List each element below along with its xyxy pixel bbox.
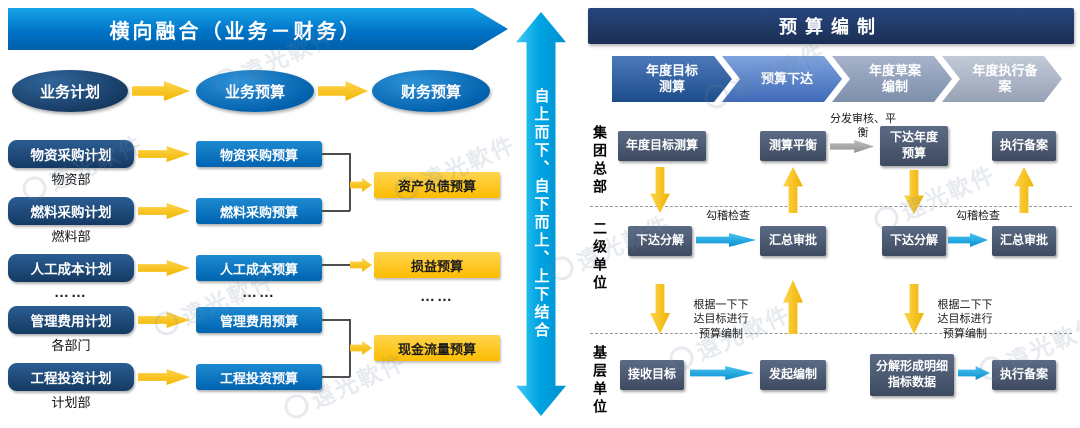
phase-chevron-target-calc: 年度目标测算 (612, 56, 732, 102)
flow-arrow-right-icon (350, 178, 372, 192)
financial-box-balance-sheet: 资产负债预算 (374, 172, 500, 198)
flow-arrow-right-icon (138, 260, 190, 276)
budget-box-investment: 工程投资预算 (196, 364, 322, 390)
more-plans-ellipsis: …… (54, 283, 88, 301)
hq-note-distribute-review: 分发审核、平衡 (830, 113, 896, 140)
dept-label-admin: 各部门 (51, 337, 91, 353)
base-box-detail-data: 分解形成明细指标数据 (870, 354, 954, 396)
hq-box-issue-budget: 下达年度预算 (880, 126, 948, 166)
phase-label: 预算下达 (760, 70, 813, 86)
l2-box-decompose-2: 下达分解 (882, 226, 946, 256)
flow-arrow-right-icon (138, 146, 190, 162)
flow-arrow-right-icon (138, 203, 190, 219)
left-banner-title: 横向融合（业务－财务） (109, 20, 363, 43)
dept-label-fuel: 燃料部 (51, 228, 91, 244)
financial-box-cash-flow: 现金流量预算 (374, 335, 500, 361)
l2-check-label-2: 勾稽检查 (956, 210, 1000, 222)
connector-line (322, 376, 350, 378)
flow-arrow-right-icon (318, 81, 368, 101)
row-divider (590, 333, 1072, 334)
base-box-receive: 接收目标 (620, 360, 684, 390)
flow-arrow-right-icon (350, 258, 372, 272)
plan-box-investment: 工程投资计划 (8, 363, 134, 391)
blue-arrow-right-icon (696, 233, 756, 247)
financial-box-profit-loss: 损益预算 (374, 252, 500, 278)
flow-arrow-right-icon (132, 81, 190, 101)
budget-box-admin: 管理费用预算 (196, 307, 322, 333)
l2-box-approve-1: 汇总审批 (760, 226, 826, 256)
hq-box-target-calc: 年度目标测算 (618, 131, 706, 161)
l2-box-approve-2: 汇总审批 (992, 226, 1056, 256)
phase-label: 年度草案编制 (869, 62, 922, 94)
connector-line (322, 153, 350, 155)
flow-arrow-right-icon (350, 341, 372, 355)
ellipse-financial-budget: 财务预算 (372, 70, 490, 112)
ellipse-business-plan: 业务计划 (12, 70, 128, 112)
dept-label-investment: 计划部 (51, 394, 91, 410)
phase-label: 年度执行备案 (972, 62, 1038, 94)
right-section-banner: 预算编制 (588, 8, 1074, 44)
yellow-down-arrow-icon (904, 284, 924, 334)
flow-arrow-right-icon (138, 312, 190, 328)
org-label-second-level: 二级单位 (592, 221, 608, 293)
right-banner-title: 预算编制 (779, 17, 883, 37)
blue-arrow-right-icon (690, 366, 754, 380)
hq-box-balance: 测算平衡 (760, 131, 826, 161)
plan-box-fuel: 燃料采购计划 (8, 197, 134, 225)
more-financial-ellipsis: …… (420, 287, 454, 305)
dept-label-materials: 物资部 (51, 171, 91, 187)
plan-box-materials: 物资采购计划 (8, 140, 134, 168)
ellipse-business-budget: 业务预算 (196, 70, 314, 112)
center-double-arrow: 自上而下、自下而上、上下结合 (516, 12, 566, 416)
connector-line (322, 319, 350, 321)
budget-box-fuel: 燃料采购预算 (196, 198, 322, 224)
more-budgets-ellipsis: …… (242, 283, 276, 301)
center-arrow-label: 自上而下、自下而上、上下结合 (532, 88, 550, 340)
org-label-base-level: 基层单位 (592, 345, 608, 417)
phase-label: 年度目标测算 (645, 62, 698, 94)
org-label-headquarters: 集团总部 (592, 125, 608, 197)
row-divider (590, 206, 1072, 207)
yellow-down-arrow-icon (904, 170, 924, 214)
hq-box-filing: 执行备案 (992, 131, 1056, 161)
phase-chevron-budget-issue: 预算下达 (722, 56, 842, 102)
gray-arrow-right-icon (830, 140, 874, 153)
plan-box-admin: 管理费用计划 (8, 306, 134, 334)
flow-arrow-right-icon (138, 369, 190, 385)
phase-chevron-draft: 年度草案编制 (832, 56, 952, 102)
blue-arrow-right-icon (958, 366, 990, 380)
connector-line (349, 153, 351, 211)
connector-line (349, 319, 351, 377)
budget-box-labor: 人工成本预算 (196, 255, 322, 281)
base-note-first-issue: 根据一下下达目标进行预算编制 (693, 299, 749, 340)
left-section-banner: 横向融合（业务－财务） (8, 8, 508, 50)
blue-arrow-right-icon (948, 233, 988, 247)
watermark-logo-icon (280, 390, 313, 423)
base-box-initiate: 发起编制 (760, 360, 826, 390)
plan-box-labor: 人工成本计划 (8, 254, 134, 282)
l2-box-decompose-1: 下达分解 (628, 226, 692, 256)
connector-line (322, 264, 350, 266)
yellow-up-arrow-icon (783, 280, 803, 334)
budget-box-materials: 物资采购预算 (196, 141, 322, 167)
l2-check-label-1: 勾稽检查 (706, 210, 750, 222)
yellow-down-arrow-icon (650, 284, 670, 334)
connector-line (322, 210, 350, 212)
phase-chevron-filing: 年度执行备案 (942, 56, 1062, 102)
base-box-filing: 执行备案 (992, 360, 1056, 390)
base-note-second-issue: 根据二下下达目标进行预算编制 (937, 299, 993, 340)
